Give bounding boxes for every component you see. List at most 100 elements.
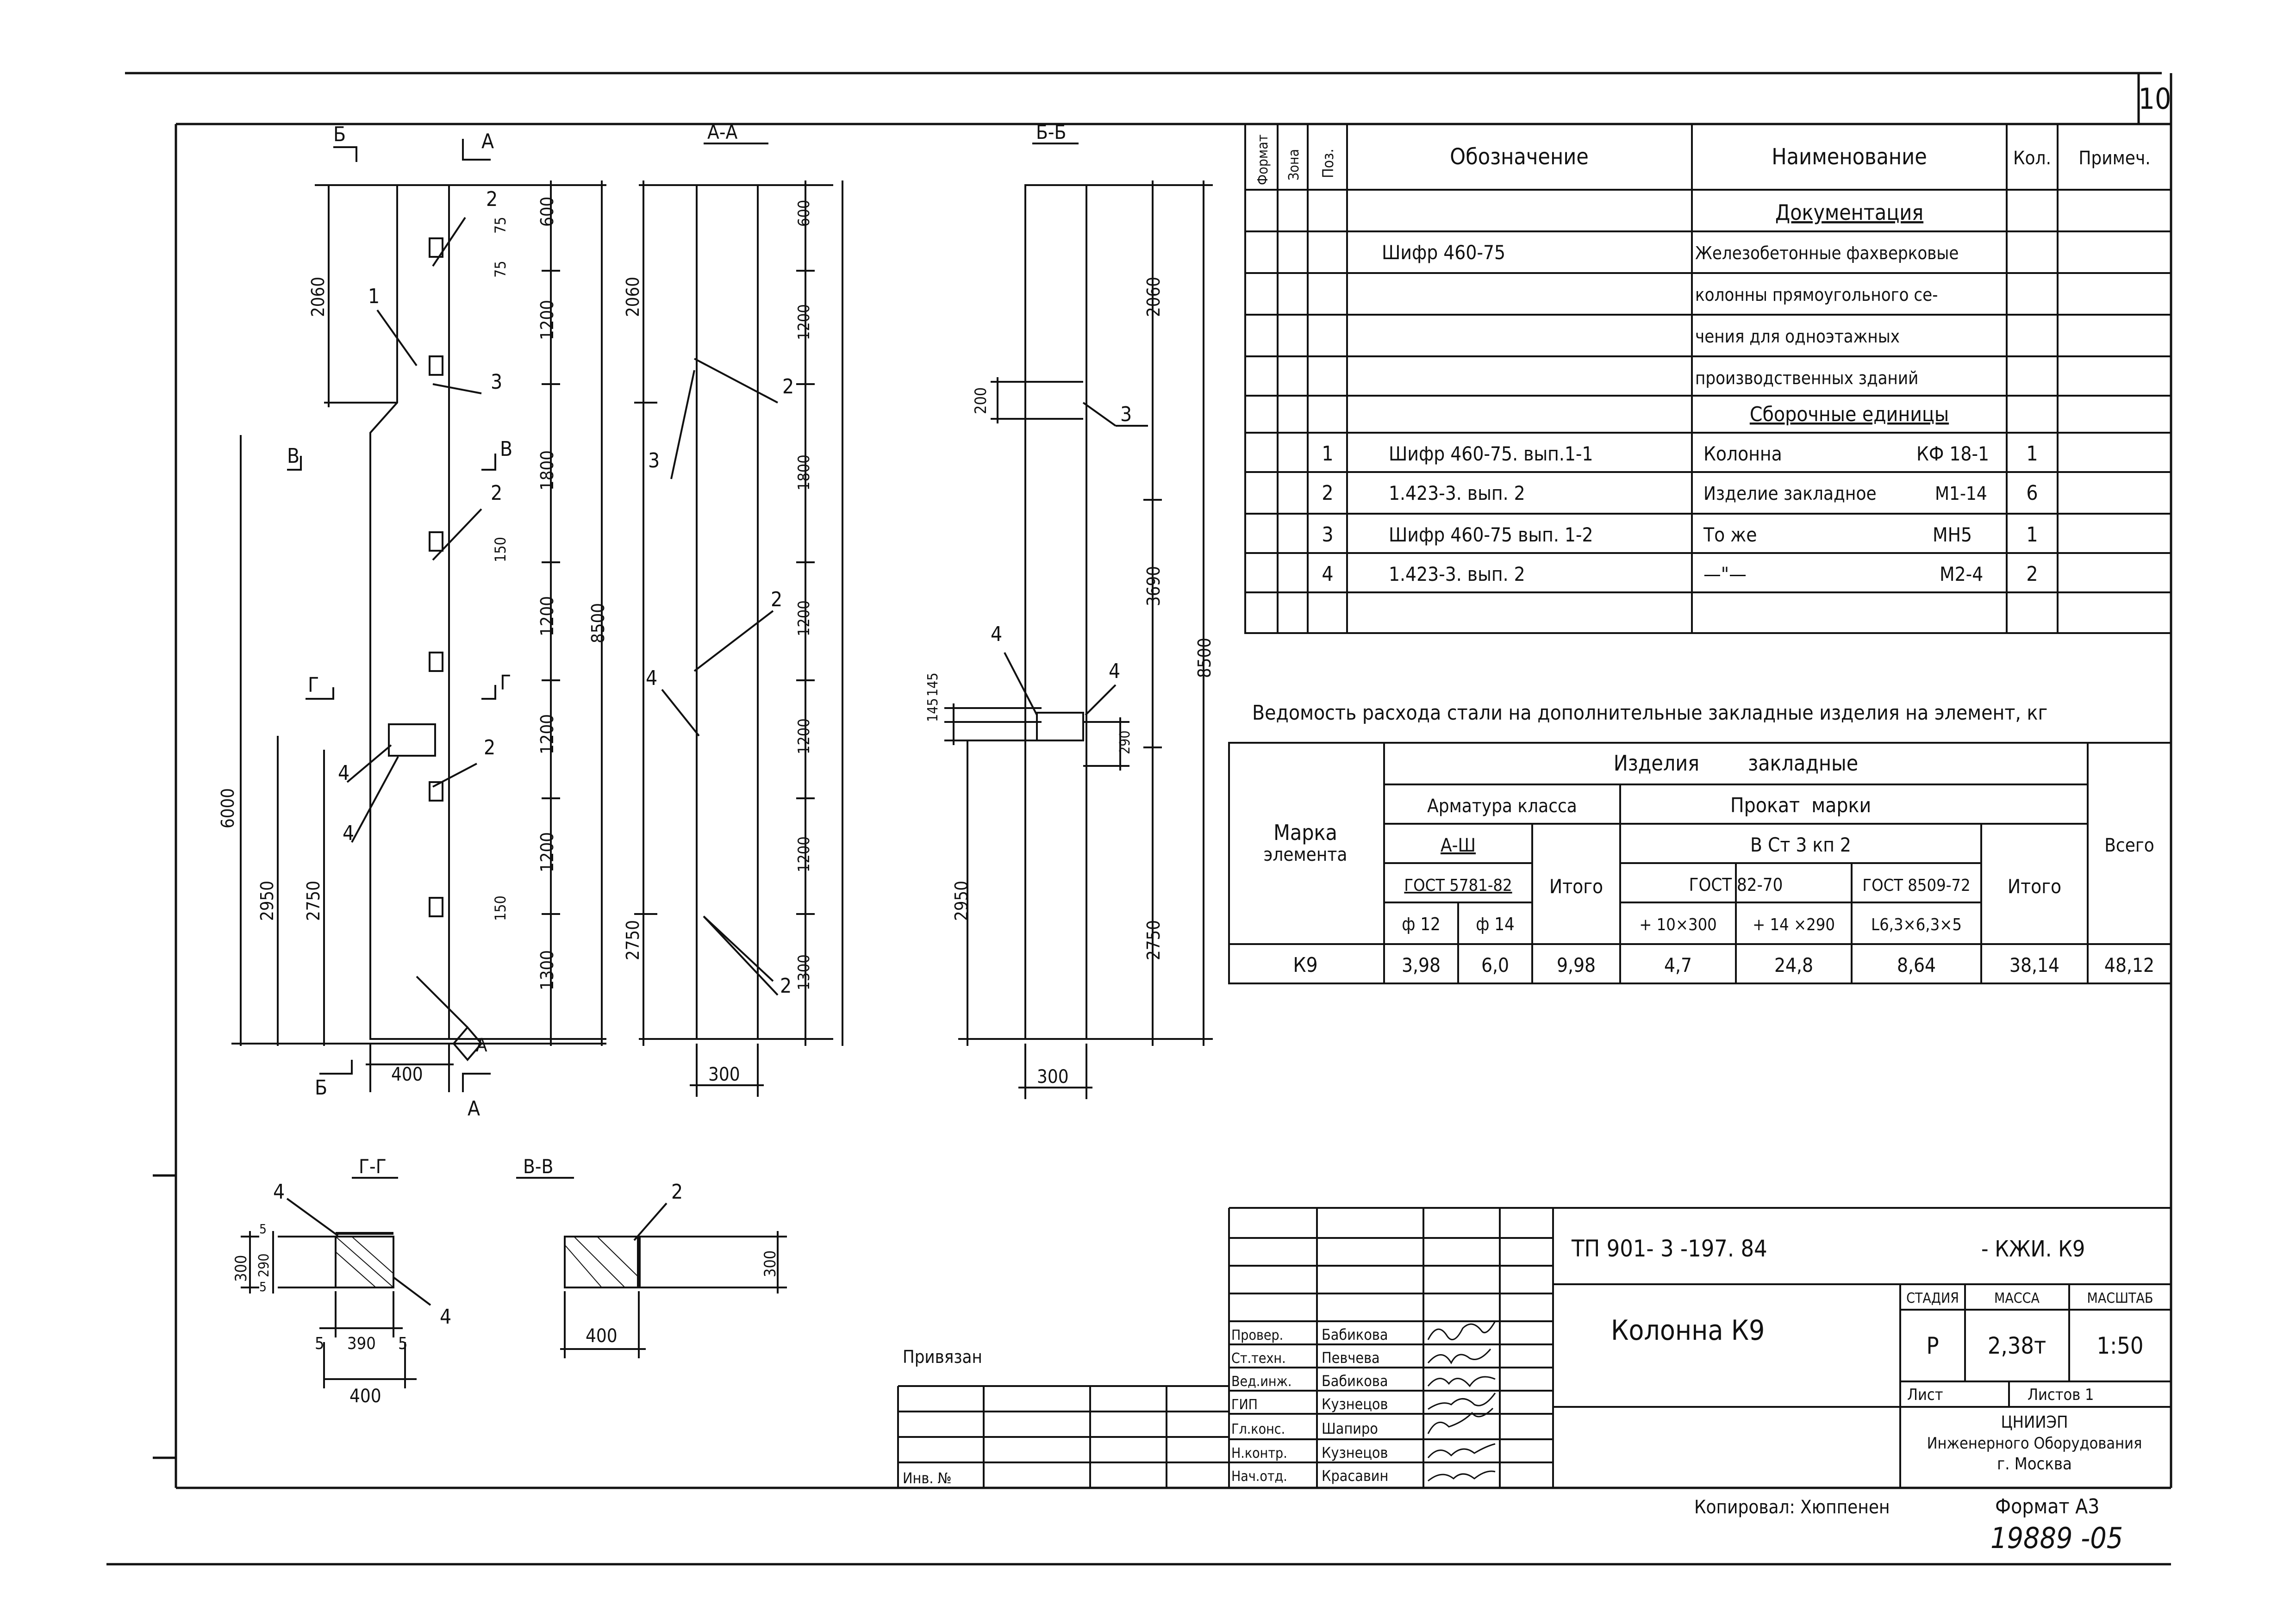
steel-row-s3: 8,64 xyxy=(1897,954,1936,976)
dim-1200-c: 1200 xyxy=(537,714,557,754)
aa-pos-3: 3 xyxy=(648,449,660,473)
vv-dim-300: 300 xyxy=(761,1250,780,1277)
bb-dim-300: 300 xyxy=(1037,1066,1069,1088)
steel-h-gost82: ГОСТ 82-70 xyxy=(1689,875,1783,895)
aa-dim-1800: 1800 xyxy=(795,454,813,491)
steel-h-rebar-class: А-Ш xyxy=(1441,835,1476,856)
format-label: Формат А3 xyxy=(1995,1495,2099,1518)
privyazan-label: Привязан xyxy=(903,1347,982,1367)
list-label: Лист xyxy=(1907,1386,1943,1404)
sig-name-7: Красавин xyxy=(1322,1467,1388,1485)
bb-pos-3: 3 xyxy=(1120,403,1132,426)
steel-row-s2: 24,8 xyxy=(1774,954,1813,976)
dim-1200-d: 1200 xyxy=(537,832,557,872)
dim-1200-b: 1200 xyxy=(537,596,557,636)
spec-row3-mark: МН5 xyxy=(1933,523,1972,546)
section-vv-labels: В-В 2 300 400 xyxy=(523,1155,780,1347)
sig-role-1: Провер. xyxy=(1231,1327,1283,1343)
aa-dim-2060: 2060 xyxy=(623,277,643,317)
section-vv-title: В-В xyxy=(523,1155,553,1178)
sig-role-3: Вед.инж. xyxy=(1231,1374,1292,1390)
section-bb-title: Б-Б xyxy=(1036,121,1066,143)
bb-pos-4-b: 4 xyxy=(1109,659,1120,683)
bb-dim-2750: 2750 xyxy=(1143,920,1164,960)
spec-h-note: Примеч. xyxy=(2078,148,2150,169)
spec-row1-name: Колонна xyxy=(1703,442,1782,465)
steel-row-d14: 6,0 xyxy=(1481,954,1509,976)
dim-150-b: 150 xyxy=(492,895,509,921)
dim-1200-a: 1200 xyxy=(537,300,557,340)
spec-section-assemblies: Сборочные единицы xyxy=(1750,403,1949,426)
bb-dim-2060: 2060 xyxy=(1143,277,1164,317)
spec-row4-mark: М2-4 xyxy=(1940,563,1983,585)
spec-doc-name-1: Железобетонные фахверковые xyxy=(1695,243,1959,263)
dim-75-b: 75 xyxy=(492,261,509,278)
title-block-text: ТП 901- 3 -197. 84 - КЖИ. К9 Колонна К9 … xyxy=(903,1235,2153,1555)
section-aa-title: А-А xyxy=(707,121,737,143)
spec-row3-pos: 3 xyxy=(1322,523,1333,547)
steel-row-s1: 4,7 xyxy=(1664,954,1692,976)
steel-h-s1: + 10×300 xyxy=(1639,915,1717,934)
spec-doc-designation: Шифр 460-75 xyxy=(1382,241,1505,264)
spec-row2-pos: 2 xyxy=(1322,481,1333,505)
gg-dim-5-c: 5 xyxy=(315,1334,324,1353)
steel-h-rolled-grade: В Ст 3 кп 2 xyxy=(1750,833,1851,856)
steel-h-rebar-gost: ГОСТ 5781-82 xyxy=(1404,876,1512,895)
bb-dim-145-a: 145 xyxy=(925,698,941,722)
bb-dim-145-b: 145 xyxy=(925,672,941,696)
spec-h-format: Формат xyxy=(1255,135,1271,186)
steel-h-element-2: элемента xyxy=(1264,844,1348,865)
spec-row3-designation: Шифр 460-75 вып. 1-2 xyxy=(1389,523,1593,546)
inventory-number: 19889 -05 xyxy=(1990,1521,2123,1555)
spec-row1-pos: 1 xyxy=(1322,442,1333,466)
callout-a: А xyxy=(476,1035,487,1056)
org-line-1: ЦНИИЭП xyxy=(2001,1413,2068,1432)
section-gg-labels: Г-Г 4 4 300 290 5 5 5 390 5 400 xyxy=(232,1155,451,1407)
spec-row1-designation: Шифр 460-75. вып.1-1 xyxy=(1389,442,1593,465)
gg-dim-390: 390 xyxy=(347,1334,376,1353)
pos-2-label-b: 2 xyxy=(491,481,502,505)
sig-role-2: Ст.техн. xyxy=(1231,1350,1286,1367)
spec-row4-name: —"— xyxy=(1703,563,1747,585)
gg-pos-4-b: 4 xyxy=(440,1305,451,1329)
bb-dim-8500: 8500 xyxy=(1194,638,1215,678)
stage-header: СТАДИЯ xyxy=(1906,1290,1959,1306)
spec-doc-name-4: производственных зданий xyxy=(1695,368,1918,388)
spec-table-text: Формат Зона Поз. Обозначение Наименовани… xyxy=(1255,135,2151,586)
aa-dim-1200-d: 1200 xyxy=(795,836,813,872)
section-gg-title: Г-Г xyxy=(359,1155,387,1178)
dim-400: 400 xyxy=(391,1064,423,1085)
aa-dim-600: 600 xyxy=(795,200,813,227)
spec-h-designation: Обозначение xyxy=(1450,144,1589,170)
handwritten-signatures xyxy=(1427,1321,1496,1482)
steel-h-all: Всего xyxy=(2104,835,2154,856)
gg-dim-5-d: 5 xyxy=(398,1334,408,1353)
pos-2-label-c: 2 xyxy=(484,736,495,759)
elevation-labels: Б А В В Г Г Б А А 1 2 3 2 2 4 4 600 75 7… xyxy=(218,123,608,1120)
steel-h-rebar: Арматура класса xyxy=(1427,796,1577,817)
steel-h-d12: ф 12 xyxy=(1402,914,1441,934)
dim-1800: 1800 xyxy=(537,450,557,491)
spec-h-name: Наименование xyxy=(1772,144,1927,170)
pos-1-label: 1 xyxy=(368,285,380,308)
vv-pos-2: 2 xyxy=(671,1180,683,1204)
scale-value: 1:50 xyxy=(2096,1332,2143,1359)
steel-row-total-1: 9,98 xyxy=(1557,954,1596,976)
sig-name-3: Бабикова xyxy=(1322,1372,1388,1390)
cut-a-label: А xyxy=(481,130,494,153)
vv-dim-400: 400 xyxy=(586,1325,618,1347)
bb-dim-2950: 2950 xyxy=(951,881,972,921)
gg-dim-400: 400 xyxy=(349,1386,381,1407)
column-elevation xyxy=(231,139,606,1092)
steel-h-items: Изделия закладные xyxy=(1614,751,1858,776)
stage-value: Р xyxy=(1926,1332,1939,1359)
steel-h-s2: + 14 ×290 xyxy=(1753,915,1835,934)
steel-h-d14: ф 14 xyxy=(1476,914,1515,934)
spec-doc-name-2: колонны прямоугольного се- xyxy=(1695,285,1938,305)
steel-table-text: Марка элемента Изделия закладные Арматур… xyxy=(1264,751,2154,977)
spec-row4-designation: 1.423-3. вып. 2 xyxy=(1389,563,1525,585)
scale-header: МАСШТАБ xyxy=(2087,1290,2153,1306)
dim-600: 600 xyxy=(537,197,557,227)
pos-4-label-b: 4 xyxy=(343,821,354,845)
spec-h-qty: Кол. xyxy=(2013,148,2051,169)
